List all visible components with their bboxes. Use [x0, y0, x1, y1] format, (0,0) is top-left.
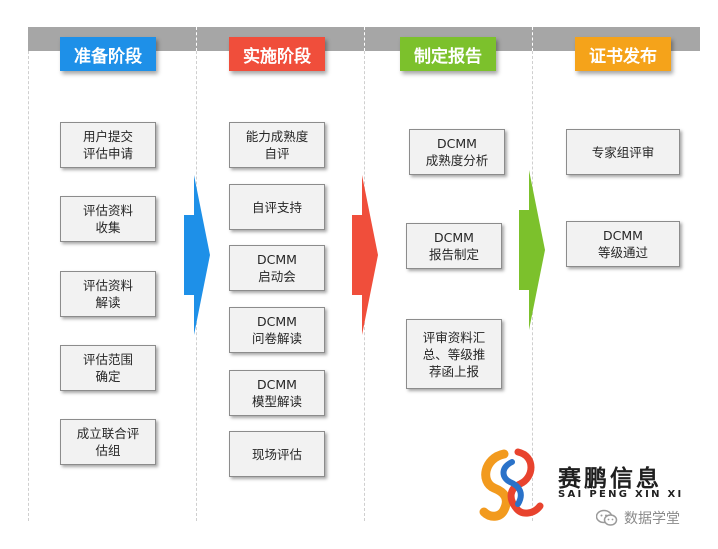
stage-bar-separator	[196, 27, 197, 51]
saipeng-logo-icon	[479, 448, 544, 521]
step-box: DCMM 问卷解读	[229, 307, 325, 353]
step-box: 评估资料 解读	[60, 271, 156, 317]
step-box: 能力成熟度 自评	[229, 122, 325, 168]
step-box: 现场评估	[229, 431, 325, 477]
step-box: DCMM 启动会	[229, 245, 325, 291]
column-divider	[28, 51, 29, 521]
stage-header-certificate: 证书发布	[575, 37, 671, 71]
stage-bar-separator	[532, 27, 533, 51]
arrow-right-icon	[352, 175, 378, 335]
step-box: 专家组评审	[566, 129, 680, 175]
arrow-right-icon	[184, 175, 210, 335]
step-box: DCMM 成熟度分析	[409, 129, 505, 175]
logo-name: 赛鹏信息	[558, 466, 662, 492]
stage-bar-separator	[364, 27, 365, 51]
step-box: 成立联合评 估组	[60, 419, 156, 465]
step-box: 评审资料汇 总、等级推 荐函上报	[406, 319, 502, 389]
step-box: DCMM 报告制定	[406, 223, 502, 269]
step-box: 评估范围 确定	[60, 345, 156, 391]
watermark-text: 数据学堂	[624, 511, 680, 527]
logo-subtitle: SAI PENG XIN XI	[558, 489, 684, 500]
step-box: 自评支持	[229, 184, 325, 230]
watermark: 数据学堂	[596, 508, 680, 528]
step-box: 用户提交 评估申请	[60, 122, 156, 168]
stage-header-prepare: 准备阶段	[60, 37, 156, 71]
stage-header-report: 制定报告	[400, 37, 496, 71]
arrow-right-icon	[519, 170, 545, 330]
stage-header-implement: 实施阶段	[229, 37, 325, 71]
wechat-icon	[596, 509, 618, 526]
step-box: DCMM 等级通过	[566, 221, 680, 267]
step-box: 评估资料 收集	[60, 196, 156, 242]
step-box: DCMM 模型解读	[229, 370, 325, 416]
